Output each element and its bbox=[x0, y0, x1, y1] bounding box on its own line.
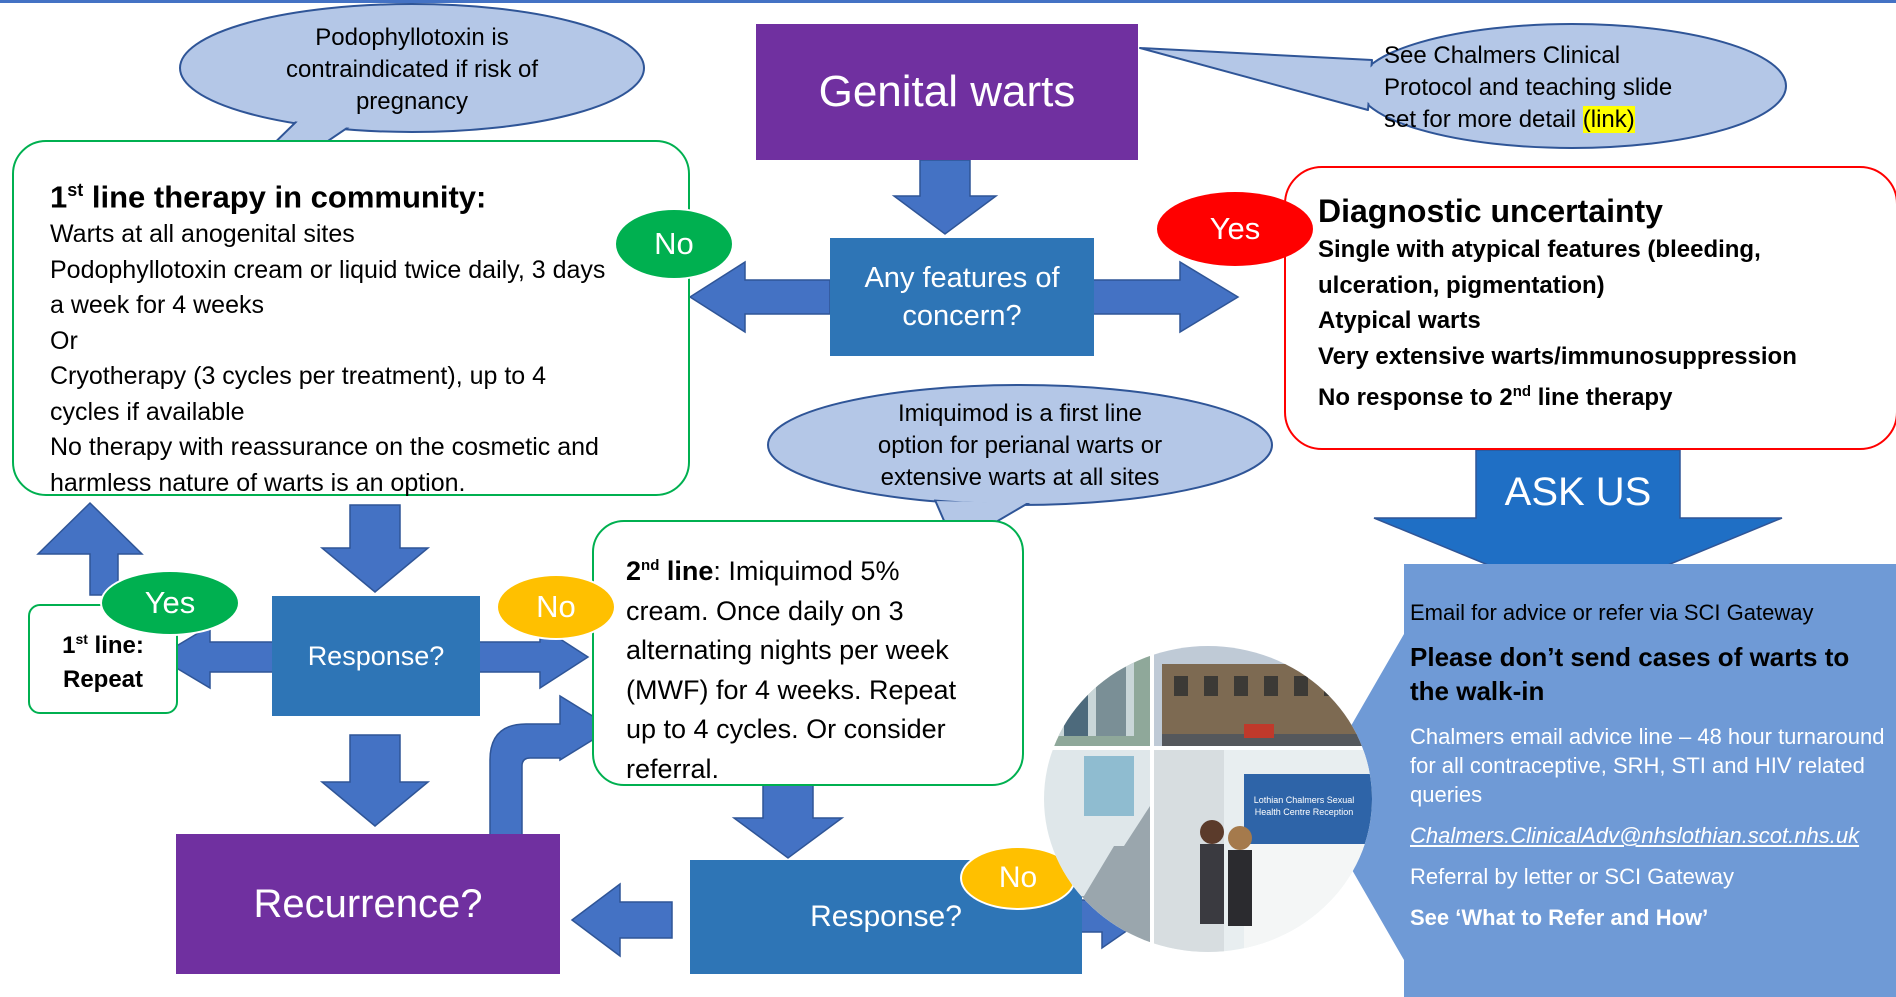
advice-email-link[interactable]: Chalmers.ClinicalAdv@nhslothian.scot.nhs… bbox=[1410, 823, 1860, 848]
repeat-line1: 1st line: bbox=[62, 622, 144, 663]
title-box: Genital warts bbox=[756, 24, 1138, 160]
email-intro: Email for advice or refer via SCI Gatewa… bbox=[1410, 600, 1814, 625]
heading-sup: st bbox=[67, 180, 84, 200]
page-title: Genital warts bbox=[818, 67, 1076, 116]
walk-in-warning: Please don’t send cases of warts to the … bbox=[1410, 642, 1850, 706]
arrow-down-recurrence bbox=[319, 734, 431, 827]
concern-box: Any features of concern? bbox=[830, 238, 1094, 356]
no-label-second: No bbox=[496, 574, 616, 640]
callout-line: pregnancy bbox=[355, 88, 469, 115]
arrow-down-title bbox=[891, 159, 999, 235]
first-line-line: a week for 4 weeks bbox=[50, 291, 264, 320]
callout-imiquimod: Imiquimod is a first line option for per… bbox=[820, 398, 1220, 494]
callout-line: set for more detail (link) bbox=[1384, 104, 1714, 136]
first-line-line: harmless nature of warts is an option. bbox=[50, 468, 466, 497]
second-line-box: 2nd line: Imiquimod 5% cream. Once daily… bbox=[592, 520, 1024, 786]
uncertainty-line: No response to 2nd line therapy bbox=[1318, 374, 1896, 416]
recurrence-box: Recurrence? bbox=[176, 834, 560, 974]
callout-imiquimod-bubble bbox=[767, 384, 1273, 547]
no-label-text: No bbox=[654, 226, 694, 261]
referral-text: Referral by letter or SCI Gateway bbox=[1410, 864, 1735, 889]
callout-chalmers: See Chalmers Clinical Protocol and teach… bbox=[1384, 40, 1714, 136]
arrow-ask-us bbox=[1373, 449, 1783, 603]
no-response2-text: No bbox=[998, 861, 1038, 894]
second-line-line: cream. Once daily on 3 bbox=[626, 595, 904, 626]
advice-line-text: Chalmers email advice line – 48 hour tur… bbox=[1410, 724, 1885, 807]
yes-label-right: Yes bbox=[1157, 192, 1313, 266]
uncertainty-body: Single with atypical features (bleeding,… bbox=[1318, 232, 1896, 416]
ask-us-label: ASK US bbox=[1504, 470, 1652, 514]
response1-box: Response? bbox=[272, 596, 480, 716]
second-line-sup: nd bbox=[641, 557, 660, 574]
callout-podophyllotoxin: Podophyllotoxin is contraindicated if ri… bbox=[200, 22, 624, 118]
first-line-line: Or bbox=[50, 326, 78, 355]
concern-question: Any features of concern? bbox=[864, 262, 1060, 332]
arrow-response2-left bbox=[570, 882, 673, 958]
protocol-link[interactable]: (link) bbox=[1582, 106, 1635, 133]
arrow-concern-right bbox=[1089, 260, 1240, 334]
first-line-line: Warts at all anogenital sites bbox=[50, 220, 355, 249]
uncertainty-line: Single with atypical features (bleeding, bbox=[1318, 236, 1761, 263]
uncertainty-last-prefix: No response to 2 bbox=[1318, 384, 1513, 411]
response2-question: Response? bbox=[810, 900, 962, 933]
yes-repeat-text: Yes bbox=[144, 585, 196, 620]
contact-panel: Email for advice or refer via SCI Gatewa… bbox=[1410, 598, 1886, 932]
top-border-line bbox=[0, 0, 1896, 3]
callout-line-text: set for more detail bbox=[1384, 106, 1583, 133]
second-line-first: 2nd line: Imiquimod 5% bbox=[626, 546, 1022, 592]
yes-label-text: Yes bbox=[1209, 211, 1261, 246]
callout-line: Protocol and teaching slide bbox=[1384, 74, 1673, 101]
second-line-num: 2 bbox=[626, 556, 642, 586]
what-to-refer-link[interactable]: See ‘What to Refer and How’ bbox=[1410, 905, 1709, 930]
callout-line: contraindicated if risk of bbox=[285, 56, 539, 83]
first-line-box: 1st line therapy in community: Warts at … bbox=[12, 140, 690, 497]
uncertainty-line: Atypical warts bbox=[1318, 307, 1481, 334]
uncertainty-box: Diagnostic uncertainty Single with atypi… bbox=[1284, 166, 1896, 450]
second-line-bold: line bbox=[659, 556, 714, 586]
heading-number: 1 bbox=[50, 179, 68, 215]
callout-chalmers-bubble bbox=[1139, 23, 1787, 149]
callout-line: extensive warts at all sites bbox=[880, 464, 1160, 491]
callout-line: See Chalmers Clinical bbox=[1384, 42, 1621, 69]
callout-podophyllotoxin-bubble bbox=[159, 3, 645, 256]
second-line-line: referral. bbox=[626, 753, 720, 784]
uncertainty-line: ulceration, pigmentation) bbox=[1318, 271, 1605, 299]
second-line-line: up to 4 cycles. Or consider bbox=[626, 714, 946, 744]
second-line-line: (MWF) for 4 weeks. Repeat bbox=[626, 674, 957, 705]
callout-line: Imiquimod is a first line bbox=[897, 400, 1143, 427]
no-label-left: No bbox=[614, 208, 734, 280]
first-line-heading: 1st line therapy in community: bbox=[50, 170, 688, 217]
uncertainty-line: Very extensive warts/immunosuppression bbox=[1318, 342, 1797, 370]
repeat-rest: line: bbox=[87, 631, 144, 659]
first-line-line: Podophyllotoxin cream or liquid twice da… bbox=[50, 255, 606, 284]
uncertainty-last-sup: nd bbox=[1512, 383, 1532, 400]
recurrence-question: Recurrence? bbox=[253, 881, 483, 926]
callout-line: option for perianal warts or bbox=[877, 432, 1163, 459]
no-second-text: No bbox=[536, 589, 576, 624]
first-line-body: Warts at all anogenital sites Podophyllo… bbox=[50, 217, 688, 501]
yes-label-repeat: Yes bbox=[100, 570, 240, 636]
arrow-concern-left bbox=[688, 260, 831, 334]
clinic-photo-collage: Lothian Chalmers Sexual Health Centre Re… bbox=[1044, 646, 1372, 952]
first-line-line: cycles if available bbox=[50, 397, 245, 426]
repeat-line2: Repeat bbox=[62, 665, 144, 693]
second-line-rest: : Imiquimod 5% bbox=[713, 556, 900, 586]
repeat-sup: st bbox=[75, 630, 88, 647]
repeat-num: 1 bbox=[62, 631, 76, 659]
first-line-line: No therapy with reassurance on the cosme… bbox=[50, 433, 599, 462]
uncertainty-heading: Diagnostic uncertainty bbox=[1318, 193, 1663, 229]
contact-panel-shape bbox=[1310, 564, 1896, 997]
arrow-down-response2 bbox=[731, 784, 845, 859]
response1-question: Response? bbox=[307, 640, 445, 671]
arrow-down-response1 bbox=[319, 504, 431, 593]
first-line-line: Cryotherapy (3 cycles per treatment), up… bbox=[50, 362, 547, 391]
callout-line: Podophyllotoxin is bbox=[315, 24, 509, 51]
clinic-sign: Lothian Chalmers Sexual Health Centre Re… bbox=[1253, 795, 1355, 817]
uncertainty-last-rest: line therapy bbox=[1531, 384, 1673, 411]
second-line-line: alternating nights per week bbox=[626, 635, 949, 665]
heading-text: line therapy in community: bbox=[83, 179, 487, 215]
